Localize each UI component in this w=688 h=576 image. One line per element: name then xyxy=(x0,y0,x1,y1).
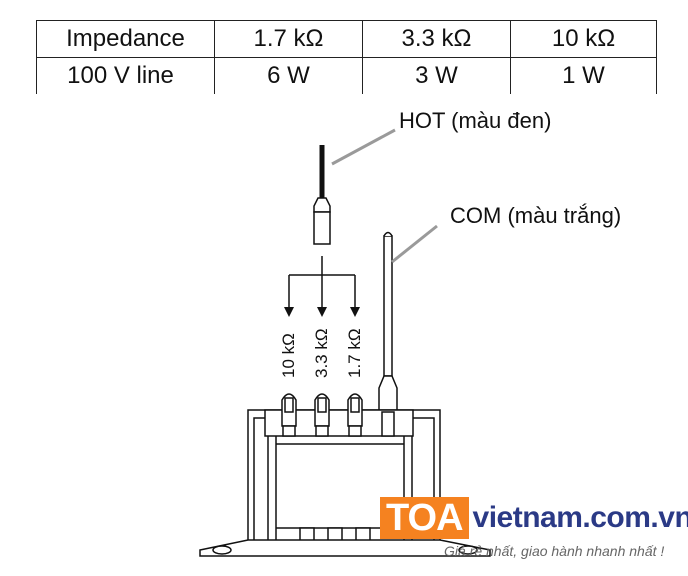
com-connector xyxy=(378,375,398,413)
brand-slogan: Giá rẻ nhất, giao hành nhanh nhất ! xyxy=(444,543,665,559)
power-row: 100 V line 6 W 3 W 1 W xyxy=(36,57,657,94)
power-header-cell: 100 V line xyxy=(36,57,215,94)
power-cell: 3 W xyxy=(362,57,511,94)
power-cell: 1 W xyxy=(510,57,657,94)
terminal-3k3 xyxy=(314,393,330,437)
impedance-cell: 3.3 kΩ xyxy=(362,20,511,58)
com-wire xyxy=(378,224,438,413)
com-wire-label: COM (màu trắng) xyxy=(450,203,622,228)
hot-connector xyxy=(313,211,331,245)
tap-label-3k3: 3.3 kΩ xyxy=(312,328,331,378)
hot-wire-label: HOT (màu đen) xyxy=(399,108,552,133)
impedance-cell: 1.7 kΩ xyxy=(214,20,363,58)
impedance-header-cell: Impedance xyxy=(36,20,215,58)
brand-badge: TOA xyxy=(380,497,469,539)
watermark-logo: TOA vietnam.com.vn xyxy=(380,497,688,539)
brand-domain: vietnam.com.vn xyxy=(472,501,688,534)
impedance-power-table: Impedance 1.7 kΩ 3.3 kΩ 10 kΩ 100 V line… xyxy=(36,20,657,94)
power-cell: 6 W xyxy=(214,57,363,94)
impedance-row: Impedance 1.7 kΩ 3.3 kΩ 10 kΩ xyxy=(36,20,657,58)
impedance-cell: 10 kΩ xyxy=(510,20,657,58)
com-leader-line xyxy=(391,224,438,264)
hot-wire xyxy=(313,128,396,245)
tap-label-10k: 10 kΩ xyxy=(279,333,298,378)
terminal-10k xyxy=(281,393,297,437)
tap-label-1k7: 1.7 kΩ xyxy=(345,328,364,378)
hot-leader-line xyxy=(331,128,396,166)
terminal-com xyxy=(381,411,395,437)
tap-selection-arrows xyxy=(284,256,360,317)
terminal-1k7 xyxy=(347,393,363,437)
